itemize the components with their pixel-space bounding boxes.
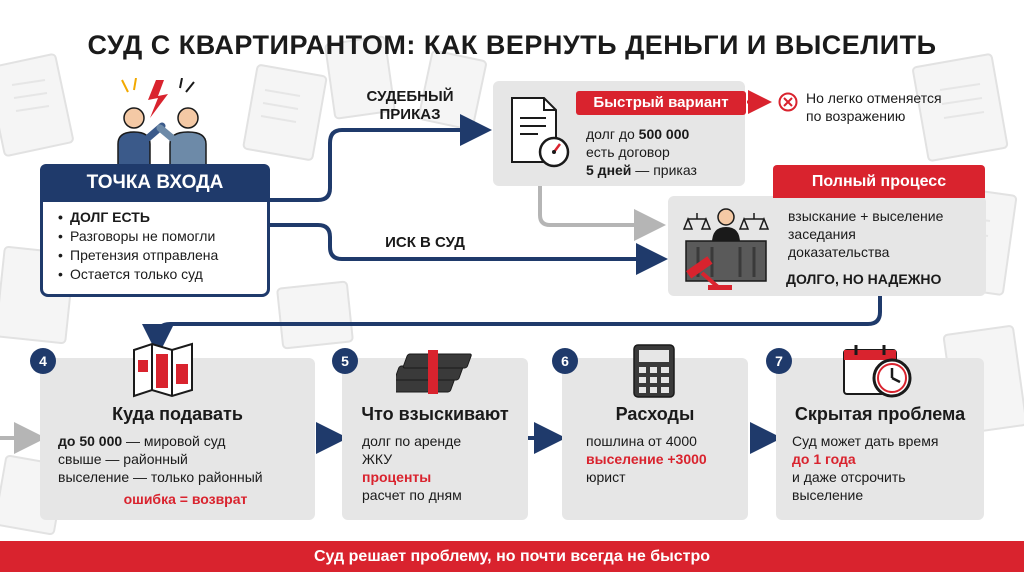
step-text: пошлина от 4000 выселение +3000 юрист <box>586 433 707 485</box>
route-lawsuit-label: ИСК В СУД <box>385 234 465 251</box>
arrow-full-to-steps <box>142 296 882 356</box>
arguing-people-icon <box>117 78 207 166</box>
entry-point-list: ДОЛГ ЕСТЬ Разговоры не помогли Претензия… <box>58 208 268 284</box>
cancel-icon <box>778 92 798 112</box>
fast-variant-text: долг до 500 000 есть договор 5 дней — пр… <box>586 126 697 178</box>
calendar-clock-icon <box>843 345 912 398</box>
document-gauge-icon <box>511 97 570 168</box>
calculator-icon <box>633 344 675 398</box>
full-process-summary: ДОЛГО, НО НАДЕЖНО <box>786 271 942 287</box>
list-item: ДОЛГ ЕСТЬ <box>58 208 268 227</box>
warning-text: Но легко отменяется по возражению <box>806 90 942 124</box>
arrow-fast-to-full <box>538 186 666 241</box>
money-stack-icon <box>396 350 472 394</box>
step-text: до 50 000 — мировой суд свыше — районный… <box>58 433 263 507</box>
step-text: долг по аренде ЖКУ проценты расчет по дн… <box>362 433 462 503</box>
judge-court-icon <box>682 208 770 290</box>
fast-variant-badge: Быстрый вариант <box>576 91 746 115</box>
arrow-to-court-order <box>270 114 492 202</box>
full-process-badge: Полный процесс <box>773 165 985 198</box>
step-number: 6 <box>552 348 578 374</box>
step-title: Что взыскивают <box>361 404 509 424</box>
list-item: Остается только суд <box>58 265 268 284</box>
page-title: СУД С КВАРТИРАНТОМ: КАК ВЕРНУТЬ ДЕНЬГИ И… <box>87 30 937 60</box>
step-number: 7 <box>766 348 792 374</box>
step-title: Куда подавать <box>112 404 243 424</box>
full-process-text: взыскание + выселение заседания доказате… <box>788 208 944 260</box>
list-item: Разговоры не помогли <box>58 227 268 246</box>
list-item: Претензия отправлена <box>58 246 268 265</box>
footer-banner: Суд решает проблему, но почти всегда не … <box>0 541 1024 572</box>
step-title: Расходы <box>615 404 695 424</box>
step-text: Суд может дать время до 1 года и даже от… <box>792 433 939 503</box>
step-title: Скрытая проблема <box>794 404 966 424</box>
route-court-order-label: СУДЕБНЫЙ ПРИКАЗ <box>366 88 454 123</box>
step-number: 4 <box>30 348 56 374</box>
step-number: 5 <box>332 348 358 374</box>
entry-point-heading: ТОЧКА ВХОДА <box>40 164 270 202</box>
city-map-icon <box>133 342 193 398</box>
arrow-to-lawsuit <box>270 223 668 275</box>
